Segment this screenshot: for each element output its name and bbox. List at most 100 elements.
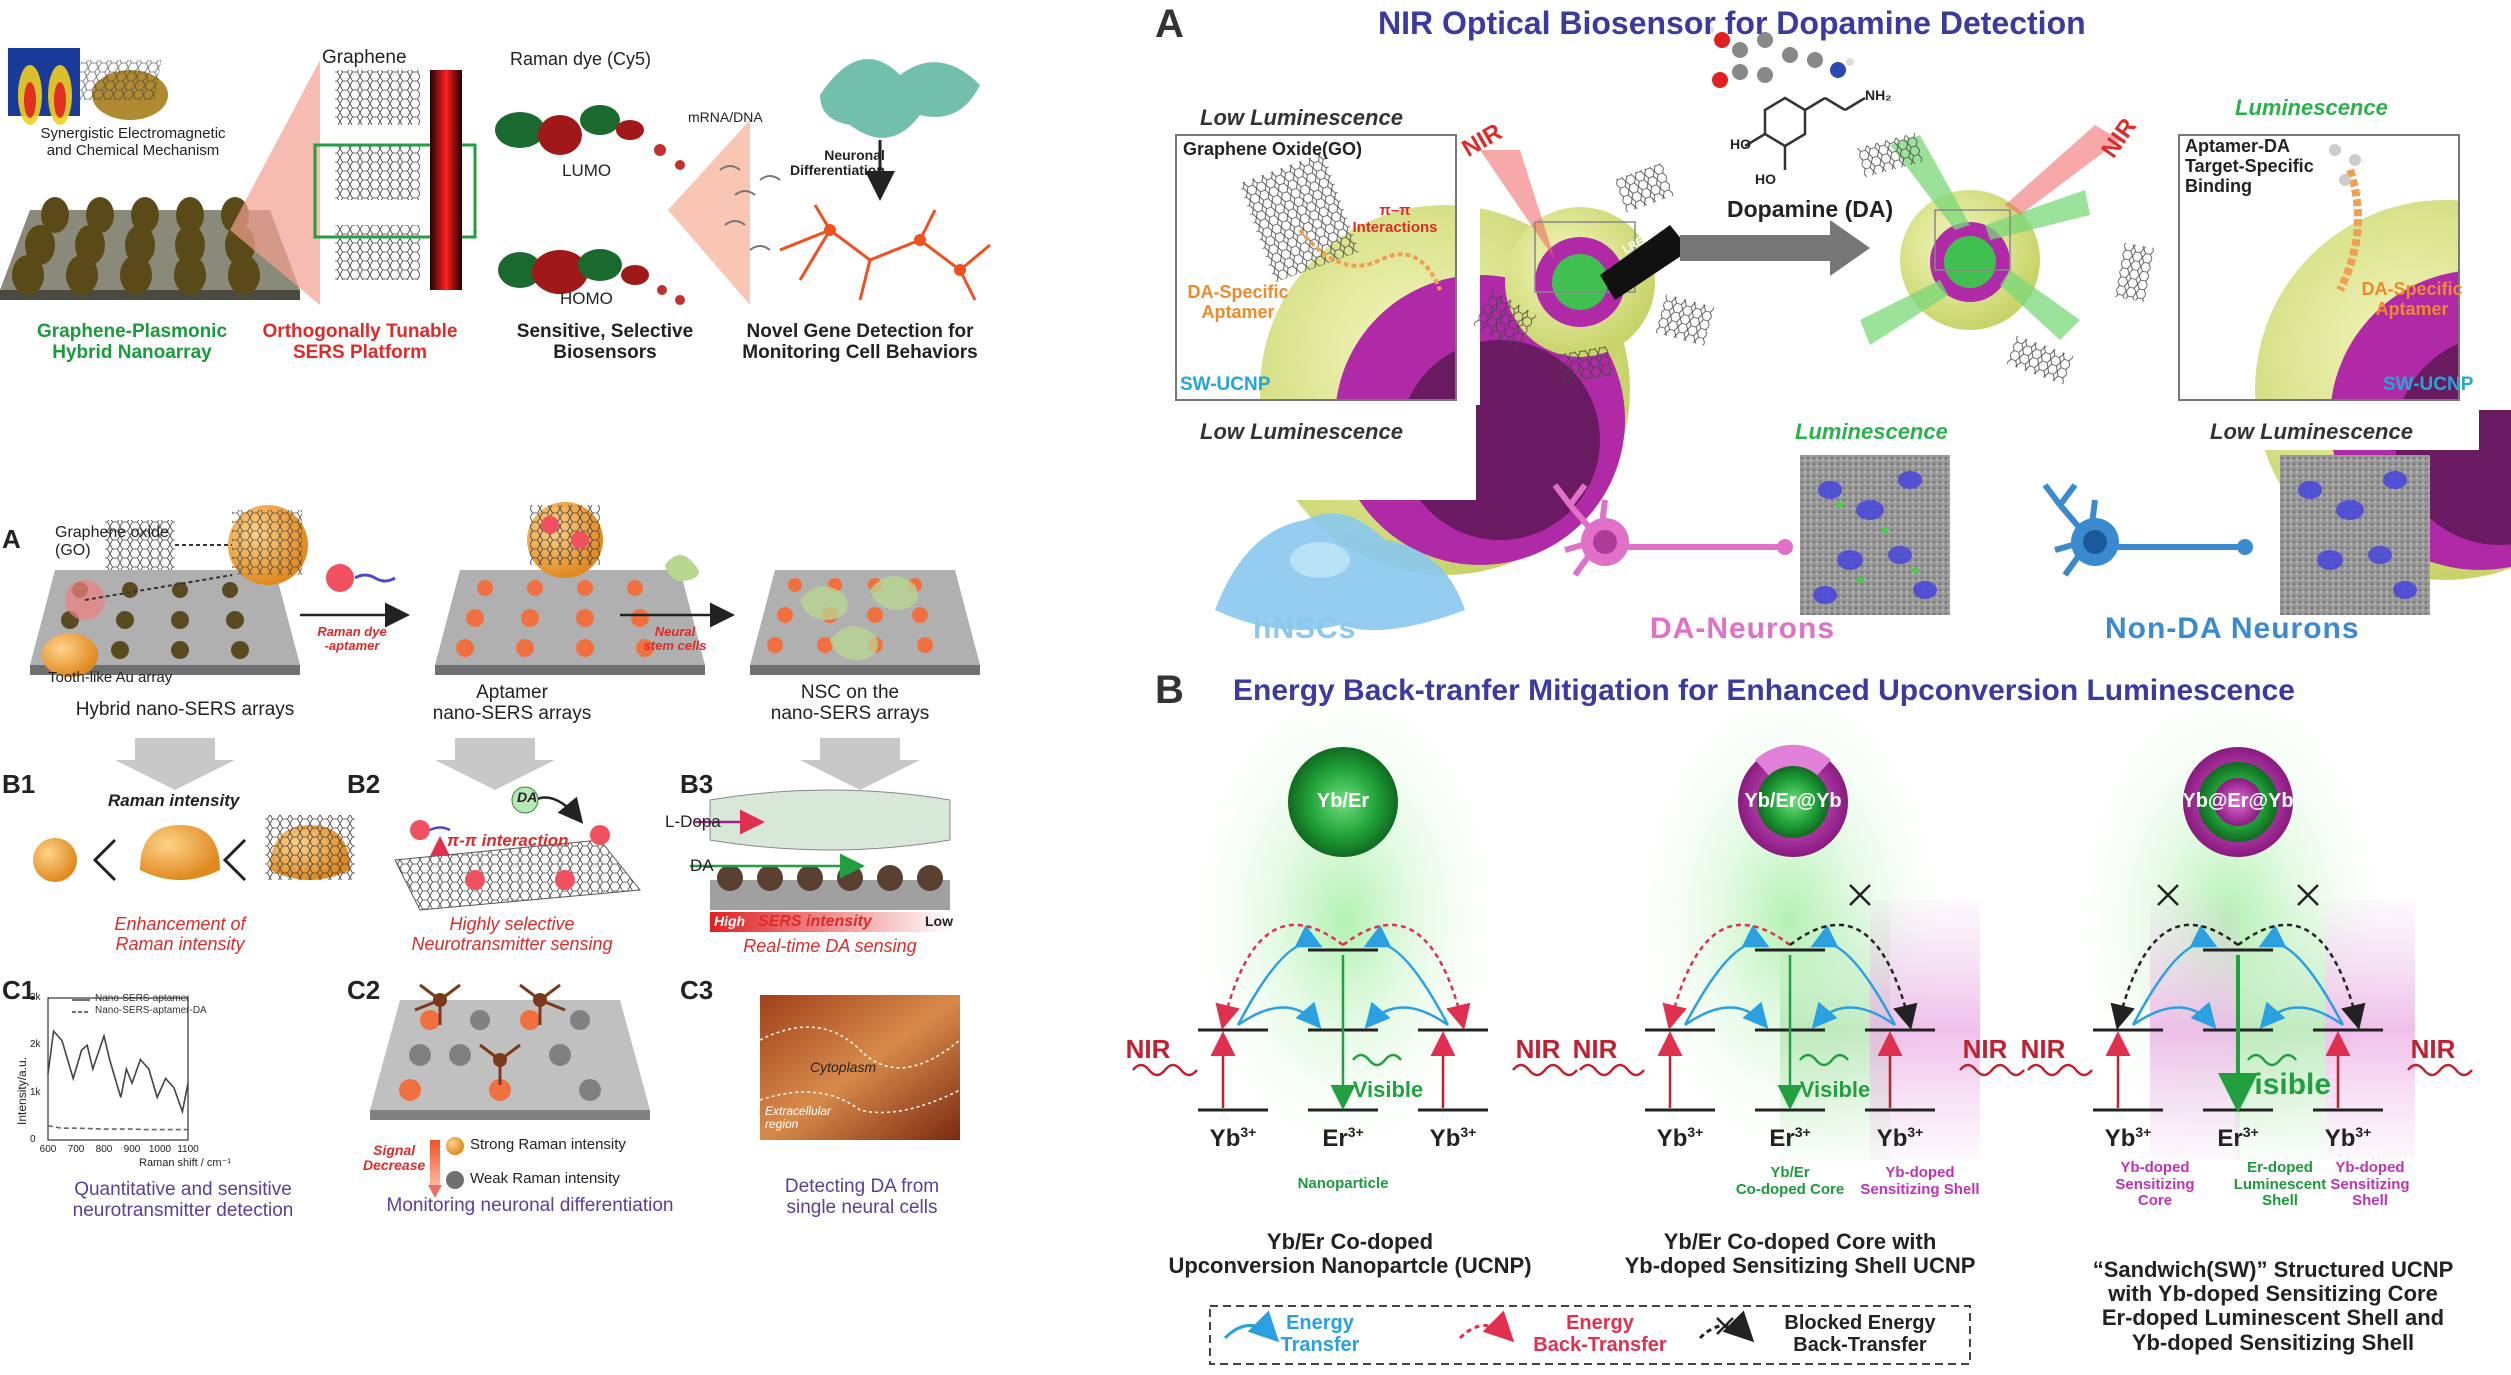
- selective-caption: Highly selective Neurotransmitter sensin…: [411, 914, 613, 954]
- sers-high-label: High: [714, 913, 746, 929]
- raman-chart: [47, 997, 189, 1141]
- chart-xlabel: Raman shift / cm⁻¹: [139, 1157, 231, 1169]
- raman-dye-aptamer-label: Raman dye -aptamer: [317, 624, 387, 654]
- homo-label: HOMO: [560, 289, 613, 308]
- legend-energy-transfer: Energy Transfer: [1280, 1312, 1360, 1356]
- dopamine-structure: [1744, 96, 1866, 170]
- orbital-lumo: [495, 105, 685, 170]
- da-aptamer-label-left: DA-Specific Aptamer: [1187, 282, 1289, 322]
- chart-y-tick: 1k: [30, 1086, 41, 1098]
- chart-legend-1: Nano-SERS-aptamer: [95, 993, 190, 1004]
- particle-label-3: Yb@Er@Yb: [2182, 790, 2294, 812]
- p2-shell-label: Yb-doped Sensitizing Shell: [1860, 1164, 1980, 1198]
- blocked-cross-icon: [1849, 884, 1871, 906]
- visible-wave: [1352, 1053, 1402, 1067]
- differentiation-array: [370, 983, 650, 1198]
- panel-label-a-right: A: [1155, 2, 1184, 46]
- red-intensity-bar: [430, 70, 462, 290]
- panel-label-a-left: A: [2, 524, 21, 554]
- p3-core-label: Yb-doped Sensitizing Core: [2115, 1159, 2195, 1209]
- signal-decrease-label: Signal Decrease: [363, 1142, 426, 1174]
- panel-label-b3: B3: [680, 769, 714, 799]
- neuronal-diff-label: Neuronal Differentiation: [790, 147, 885, 179]
- right-panel-a: [1175, 16, 2511, 630]
- cell-image: [760, 995, 960, 1140]
- legend-box: [1209, 1305, 1971, 1365]
- nsc-arrays-label: NSC on the nano-SERS arrays: [770, 682, 930, 724]
- nir-label: NIR: [1125, 1034, 1171, 1064]
- title-a: NIR Optical Biosensor for Dopamine Detec…: [1378, 5, 2086, 41]
- top-left-panel: [0, 48, 991, 305]
- energy-transfer-arrow: [1811, 1001, 1896, 1029]
- energy-transfer-arrow: [1363, 924, 1450, 1026]
- array-2: [435, 502, 705, 675]
- energy-transfer-arrow: [1236, 924, 1323, 1026]
- low-lum-top-left: Low Luminescence: [1200, 105, 1403, 130]
- nir-label: NIR: [1962, 1034, 2008, 1064]
- caption-biosensors: Sensitive, Selective Biosensors: [516, 321, 694, 363]
- p3-lum-label: Er-doped Luminescent Shell: [2233, 1159, 2327, 1209]
- pipi-interactions-label: π–π Interactions: [1352, 202, 1438, 236]
- reaction-arrow: [1680, 220, 1870, 276]
- particle-label-1: Yb/Er: [1316, 790, 1370, 812]
- bottom-left-panel: [30, 502, 980, 1198]
- da-neurons-label: DA-Neurons: [1650, 612, 1836, 645]
- da-label-b3: DA: [690, 856, 714, 875]
- panel-label-b-right: B: [1155, 668, 1184, 712]
- panel-label-c3: C3: [680, 975, 714, 1005]
- panel-label-b2: B2: [347, 769, 381, 799]
- caption-hybrid-nanoarray: Graphene-Plasmonic Hybrid Nanoarray: [36, 321, 228, 363]
- nir-label: NIR: [2020, 1034, 2066, 1064]
- hnscs-label: hNSCs: [1253, 612, 1357, 645]
- ion-label-er: Er3+: [1769, 1124, 1811, 1152]
- nir-wave: [2027, 1063, 2093, 1077]
- cytoplasm-label: Cytoplasm: [810, 1059, 877, 1075]
- ion-label-yb: Yb3+: [1876, 1124, 1924, 1152]
- legend-blocked-transfer: Blocked Energy Back-Transfer: [1784, 1312, 1936, 1356]
- visible-label: Visible: [2234, 1068, 2332, 1101]
- orbital-homo: [498, 249, 685, 305]
- orange-fan: [668, 120, 750, 305]
- panel-label-b1: B1: [2, 769, 36, 799]
- particle-label-2: Yb/Er@Yb: [1744, 790, 1842, 812]
- sers-intensity-label: SERS intensity: [758, 913, 872, 930]
- raman-dye-label: Raman dye (Cy5): [510, 49, 652, 69]
- nir-wave: [1579, 1063, 1645, 1077]
- chart-x-tick: 800: [95, 1144, 113, 1155]
- ion-label-yb: Yb3+: [2324, 1124, 2372, 1152]
- go-label: Graphene oxide (GO): [55, 524, 169, 559]
- energy-diagram-3: [2027, 884, 2473, 1113]
- ion-label-yb: Yb3+: [1656, 1124, 1704, 1152]
- strong-raman-label: Strong Raman intensity: [470, 1136, 626, 1153]
- chart-x-tick: 1000: [148, 1144, 172, 1155]
- da-label-b2: DA: [517, 789, 538, 805]
- tooth-au-label: Tooth-like Au array: [48, 669, 173, 686]
- chart-series-line: [47, 1029, 189, 1115]
- nh2-label: NH₂: [1865, 87, 1892, 103]
- p3-shell-label: Yb-doped Sensitizing Shell: [2330, 1159, 2410, 1209]
- extracellular-label: Extracellular region: [765, 1104, 832, 1132]
- nir-wave: [2407, 1063, 2473, 1077]
- ldopa-label: L-Dopa: [665, 812, 721, 831]
- array-3: [750, 570, 980, 675]
- non-da-neurons-label: Non-DA Neurons: [2105, 612, 2360, 645]
- graphene-sheet-b2: [394, 839, 641, 911]
- energy-transfer-arrow: [1810, 924, 1897, 1026]
- neuron-membrane: [709, 789, 951, 851]
- enhancement-caption: Enhancement of Raman intensity: [114, 914, 246, 954]
- stem-cells: [820, 59, 980, 138]
- energy-transfer-arrow: [2132, 1001, 2217, 1029]
- energy-transfer-arrow: [1364, 1001, 1449, 1029]
- visible-label: Visible: [1799, 1077, 1871, 1102]
- energy-diagram-2: [1579, 884, 2025, 1112]
- chart-x-tick: 900: [123, 1144, 141, 1155]
- blocked-cross-icon: [2297, 884, 2319, 906]
- da-aptamer-label-right: DA-Specific Aptamer: [2361, 279, 2463, 319]
- quant-caption: Quantitative and sensitive neurotransmit…: [72, 1179, 294, 1221]
- ion-label-yb: Yb3+: [2104, 1124, 2152, 1152]
- nanoparticle-label: Nanoparticle: [1297, 1175, 1389, 1192]
- visible-label: Visible: [1352, 1077, 1424, 1102]
- blocked-cross-icon: [2157, 884, 2179, 906]
- detecting-caption: Detecting DA from single neural cells: [784, 1176, 940, 1218]
- nir-wave: [1132, 1063, 1198, 1077]
